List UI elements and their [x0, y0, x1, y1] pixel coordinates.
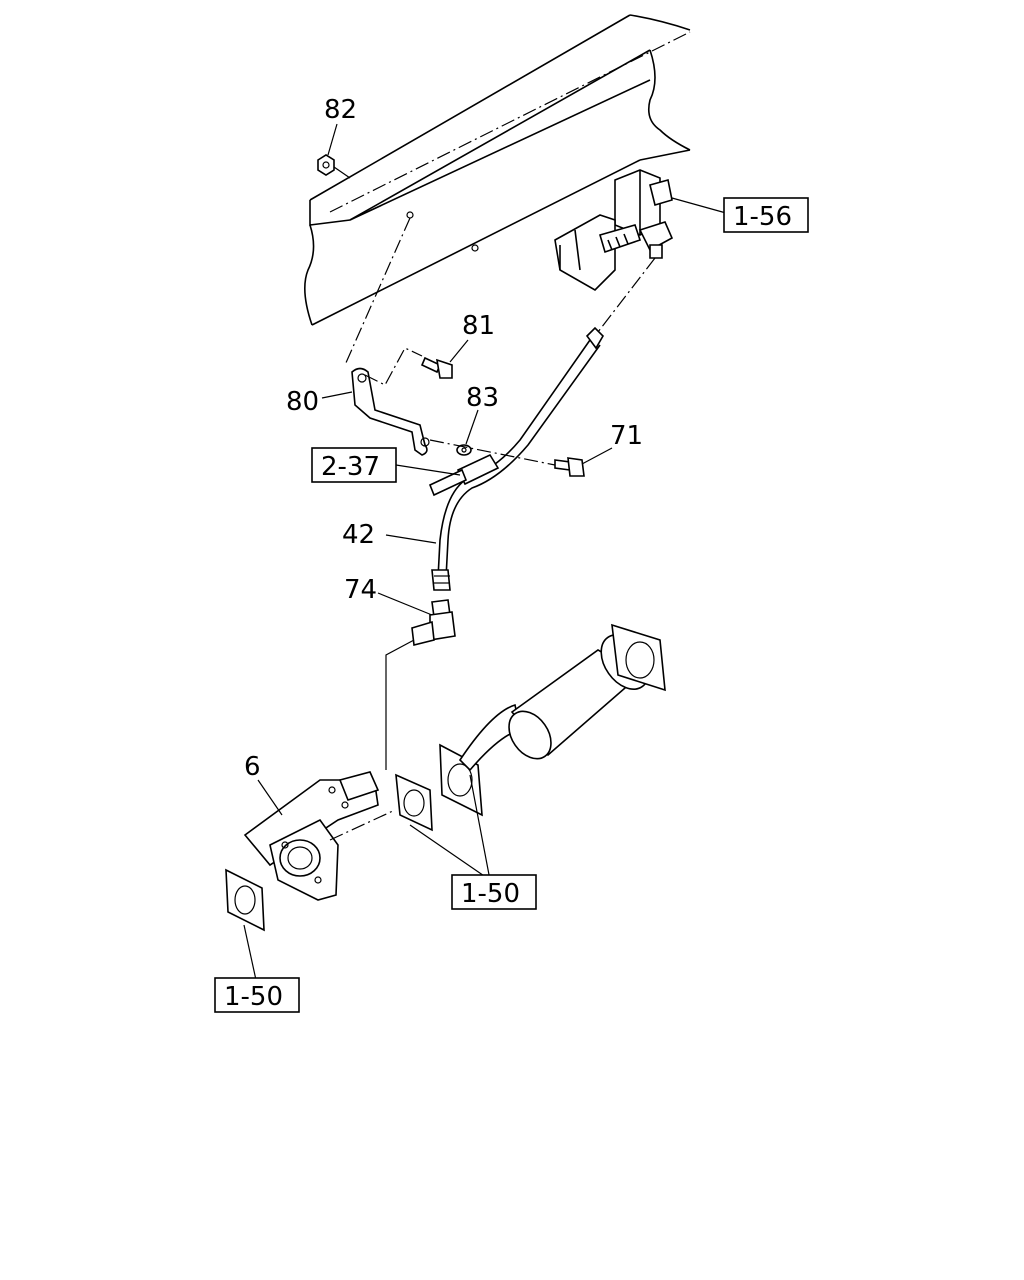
callout-80: 80	[286, 387, 319, 417]
leader-150-right	[409, 774, 491, 881]
leader-150-left	[243, 924, 257, 981]
ref-box-156	[723, 197, 809, 233]
ref-150-left: 1-50	[224, 982, 283, 1012]
leader-80	[321, 391, 353, 399]
frame-to-bracket-dash	[344, 217, 411, 366]
ref-237: 2-37	[321, 452, 380, 482]
callout-82: 82	[324, 95, 357, 125]
nut-82	[317, 154, 351, 179]
leader-6	[257, 779, 283, 816]
leader-71	[581, 447, 613, 465]
bracket-dash-line	[364, 347, 423, 386]
valve-assembly	[554, 169, 674, 291]
bolt-81	[420, 356, 453, 379]
ref-box-237	[311, 447, 397, 483]
bolt-71-dash	[429, 439, 556, 466]
gasket-center	[395, 773, 433, 832]
elbow-74	[411, 599, 456, 646]
exhaust-brake-6	[243, 771, 380, 901]
callout-42: 42	[342, 520, 375, 550]
callout-83: 83	[466, 383, 499, 413]
brake-gasket-dash	[329, 809, 396, 841]
callout-6: 6	[244, 752, 261, 782]
leader-81	[449, 339, 469, 363]
ref-box-150-right	[451, 874, 537, 910]
elbow-line	[385, 639, 415, 770]
frame-rail	[304, 14, 691, 326]
hose-42	[428, 326, 605, 591]
bracket-80	[351, 367, 430, 456]
callout-81: 81	[462, 311, 495, 341]
callout-74: 74	[344, 575, 377, 605]
leader-42	[385, 534, 437, 544]
leader-156	[671, 197, 727, 214]
callout-71: 71	[610, 421, 643, 451]
leader-74	[377, 592, 433, 616]
ref-156: 1-56	[733, 202, 792, 232]
exhaust-pipe	[458, 623, 666, 772]
ref-box-150-left	[214, 977, 300, 1013]
washer-83	[456, 444, 472, 456]
gasket-lower-left	[225, 868, 265, 932]
leader-237	[395, 464, 461, 476]
valve-dash-line	[597, 257, 656, 333]
leader-82	[327, 123, 338, 156]
ref-150-right: 1-50	[461, 879, 520, 909]
leader-83	[465, 409, 479, 445]
bolt-71	[554, 457, 585, 477]
